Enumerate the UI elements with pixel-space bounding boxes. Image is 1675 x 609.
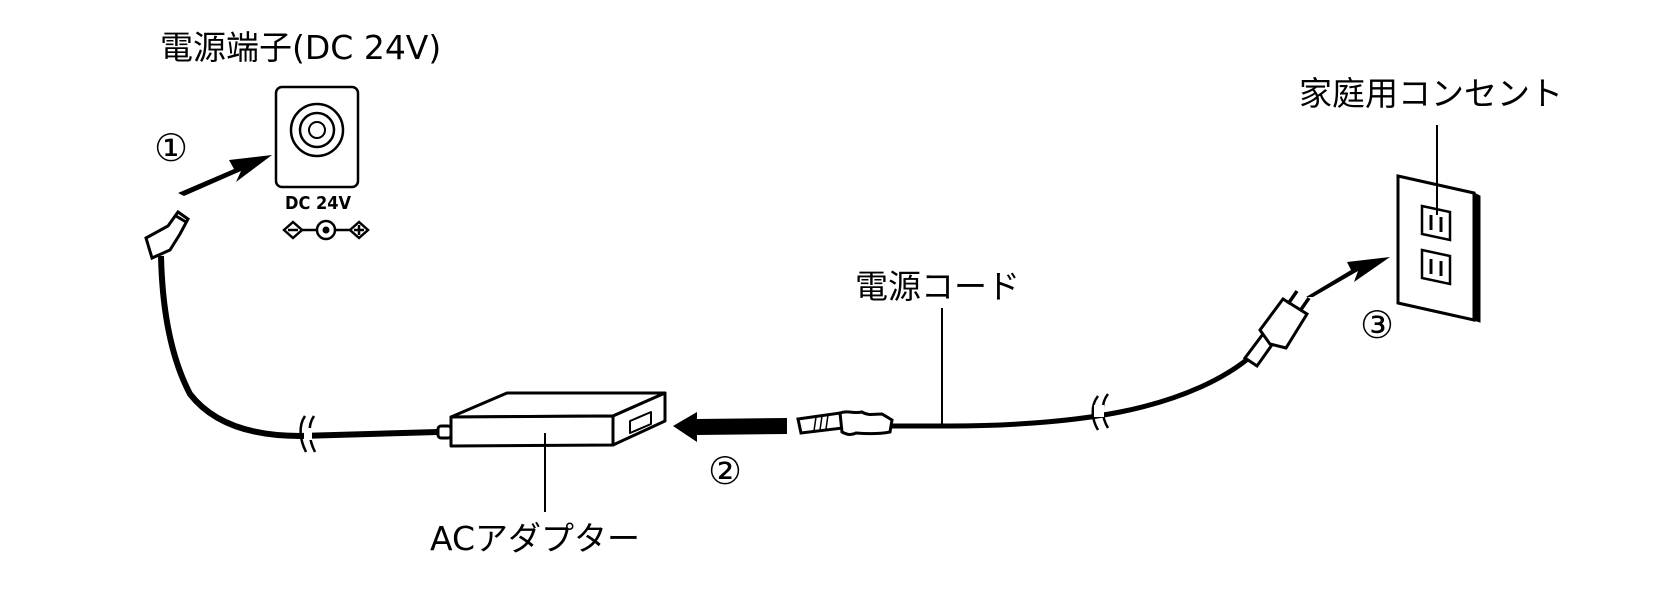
- dc-jack-label: 電源端子(DC 24V): [160, 28, 442, 67]
- dc-cable: [158, 255, 439, 440]
- dc-jack-marking: DC 24V: [285, 193, 352, 214]
- arrow-3-icon: [1306, 257, 1390, 297]
- step-3-marker: ③: [1360, 303, 1395, 347]
- ac-adapter-label: ACアダプター: [430, 519, 641, 558]
- dc-jack-panel: [274, 85, 360, 189]
- wall-plug: [1242, 290, 1311, 369]
- step-2-marker: ②: [708, 449, 743, 493]
- cable-break-left: [299, 415, 317, 453]
- step-1-marker: ①: [154, 126, 189, 170]
- cord-connector: [796, 410, 894, 437]
- outlet-label: 家庭用コンセント: [1299, 74, 1563, 113]
- polarity-symbol: [282, 219, 370, 241]
- arrow-1-icon: [178, 155, 272, 196]
- ac-adapter-body: [436, 391, 667, 448]
- power-cord-label: 電源コード: [855, 267, 1020, 306]
- cable-break-right: [1091, 393, 1110, 431]
- power-cord: [890, 346, 1262, 429]
- dc-plug: [144, 209, 190, 261]
- wall-outlet: [1396, 174, 1481, 323]
- arrow-2-icon: [673, 412, 787, 442]
